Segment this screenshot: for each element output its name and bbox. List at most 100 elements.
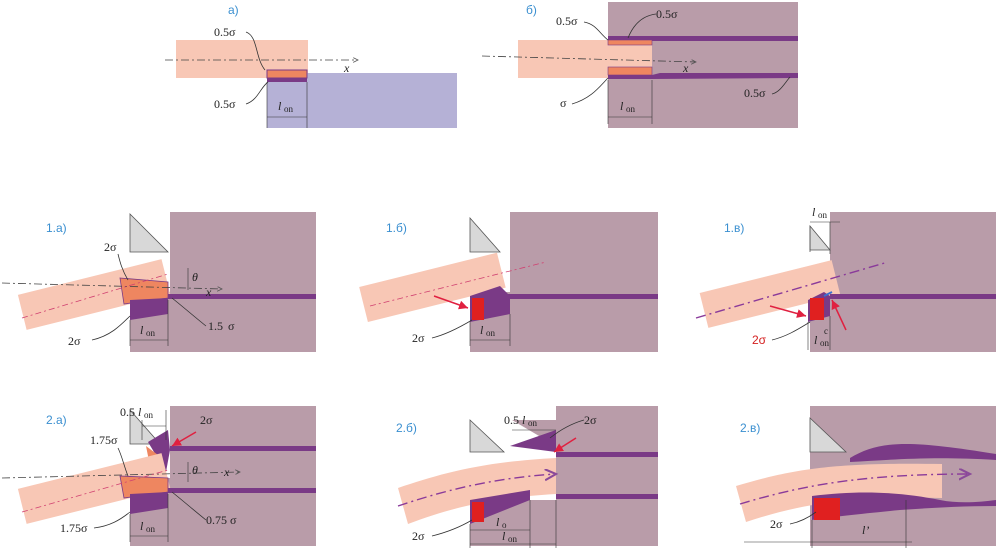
stress-zone-a: [266, 69, 308, 79]
leader-2b-top: [549, 419, 585, 439]
arrow-1b: [433, 295, 469, 310]
len-1b: l: [480, 323, 484, 337]
wedge-bottom-2b: [470, 490, 530, 524]
theta-1a: θ: [192, 270, 198, 284]
leader-b-tl: [583, 21, 609, 41]
fiber-1a: [17, 259, 171, 330]
anchor-tri-2a: [129, 408, 161, 445]
top-wedge-2b: [510, 430, 556, 452]
top-wedge-2a: [148, 430, 170, 472]
leader-a-bottom: [245, 81, 269, 105]
len-a: l: [278, 99, 282, 113]
gap-b: [652, 40, 798, 78]
len-2b-o: l: [496, 515, 500, 529]
axis-1a-label: x: [205, 285, 212, 299]
len-1v: l: [814, 333, 818, 347]
arrow-1v-left: [769, 305, 807, 318]
axis-1b-fiber: [369, 261, 547, 307]
anchor-tri-2v: [809, 417, 848, 453]
bottom-bulge-2v: [812, 492, 996, 520]
fiber-2v: [736, 463, 942, 522]
leader-1v: [771, 321, 811, 341]
red-block-1v: [810, 298, 824, 320]
leader-2a-right: [171, 491, 207, 521]
half-l-2b-l: l: [522, 413, 526, 427]
stress-b-top-left: 0.5σ: [556, 14, 578, 28]
panel-1v-title: 1.в): [724, 221, 744, 235]
leader-1b: [431, 319, 473, 339]
theta-2a: θ: [192, 463, 198, 477]
len-b-sub: on: [626, 104, 636, 114]
len-2v: l’: [862, 523, 869, 537]
axis-1a-fiber: [21, 273, 169, 319]
stress-1a-top: 2σ: [104, 240, 117, 254]
anchor-tri-2b: [469, 419, 506, 453]
leader-1a-top: [117, 253, 129, 281]
len-1v-top: l: [812, 205, 816, 219]
stress-1a-bottom: 2σ: [68, 334, 81, 348]
stress-2a-left-top: 1.75σ: [90, 433, 118, 447]
len-1a-sub: on: [146, 328, 156, 338]
stress-b-top-right: 0.5σ: [656, 7, 678, 21]
panel-2v: 2.в) 2σ l’: [736, 406, 996, 548]
red-block-2b: [472, 502, 484, 522]
half-l-2a: 0.5: [120, 405, 135, 419]
stress-2a-top: 2σ: [200, 413, 213, 427]
stress-2v: 2σ: [770, 517, 783, 531]
len-2a-sub: on: [146, 524, 156, 534]
half-l-2b-sub: on: [528, 418, 538, 428]
stress-1b: 2σ: [412, 331, 425, 345]
top-channel-2b: [556, 452, 658, 457]
matrix-1v: [830, 212, 996, 352]
panel-1v: 1.в) l on 2σ l on c: [695, 205, 996, 352]
axis-1v-fiber: [695, 261, 889, 319]
len-a-sub: on: [284, 104, 294, 114]
leader-1a-right: [171, 297, 207, 327]
axis-2a-fiber: [21, 469, 169, 513]
red-block-2v: [814, 498, 840, 520]
panel-a-title: а): [228, 3, 239, 17]
notch-2b-top: [470, 406, 556, 420]
top-channel-2a: [170, 446, 316, 451]
axis-b: [481, 55, 696, 62]
stress-1a-right-sigma: σ: [228, 319, 235, 333]
bottom-channel-b: [608, 73, 798, 79]
panel-1b-title: 1.б): [386, 221, 407, 235]
stress-2b-top: 2σ: [584, 413, 597, 427]
anchor-tri-1b: [469, 216, 501, 253]
panel-2a: 2.а) x θ 0.5 l on 2σ 1.75σ 1.75σ 0.75 σ: [1, 405, 316, 546]
fiber-1v: [699, 260, 841, 328]
arrow-2b: [553, 437, 577, 453]
panel-1a: 1.а) x θ 2σ 2σ 1.5 σ l on: [1, 212, 316, 352]
bottom-channel-2a: [168, 488, 316, 493]
bottom-channel-2b: [556, 494, 658, 499]
leader-a-top: [245, 31, 266, 71]
half-l-2a-l: l: [138, 405, 142, 419]
panel-b: б) x 0.5σ 0.5σ σ 0.5σ l on: [481, 2, 798, 128]
fiber-2b: [398, 458, 556, 524]
panel-2v-title: 2.в): [740, 421, 760, 435]
stress-2a-right: 0.75 σ: [206, 513, 237, 527]
panel-b-title: б): [526, 3, 537, 17]
axis-b-label: x: [682, 61, 689, 75]
stress-zone-a-lower: [267, 78, 307, 82]
len-2b-on-sub: on: [508, 534, 518, 544]
leader-2a-lt: [117, 447, 129, 477]
fiber-1b: [359, 252, 506, 322]
panel-a: а) x 0.5σ 0.5σ l on: [165, 3, 457, 128]
wedge-bottom-2a-purple: [130, 492, 168, 514]
top-zone-b: [607, 39, 653, 46]
half-l-2a-sub: on: [144, 410, 154, 420]
arrow-2a: [171, 431, 197, 447]
stress-1a-right: 1.5: [208, 319, 223, 333]
top-channel-b: [608, 36, 798, 41]
len-1v-top-sub: on: [818, 210, 828, 220]
panel-2b-title: 2.б): [396, 421, 417, 435]
len-1b-sub: on: [486, 328, 496, 338]
leader-1a-bottom: [91, 315, 131, 341]
arrow-1v-right: [831, 299, 847, 331]
anchor-tri-1a: [129, 213, 169, 253]
channel-1v: [830, 294, 996, 299]
panel-2a-title: 2.а): [46, 413, 67, 427]
